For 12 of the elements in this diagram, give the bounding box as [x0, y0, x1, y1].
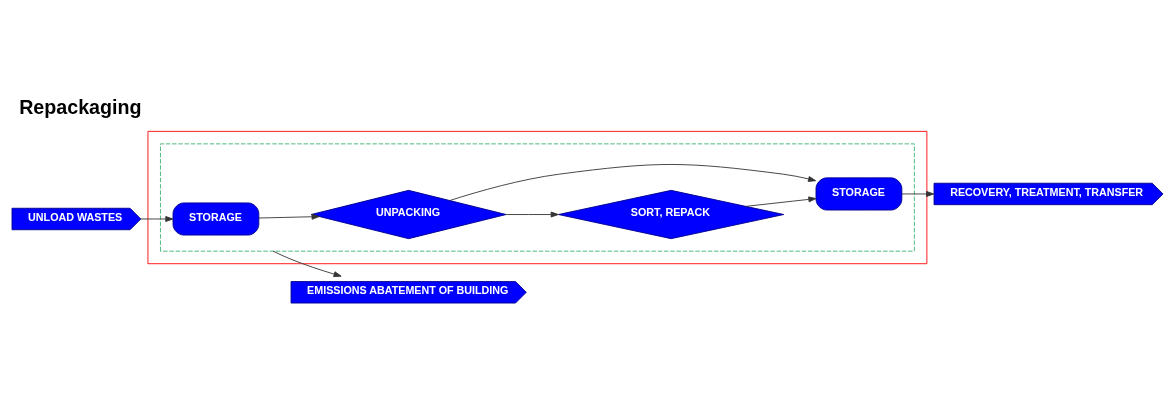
- node-box: STORAGE: [172, 201, 260, 236]
- arrow: [258, 213, 320, 220]
- arrow: [272, 250, 342, 277]
- diagram-title: Repackaging: [19, 95, 142, 118]
- arrow: [140, 215, 174, 222]
- arrow: [449, 163, 817, 201]
- cluster: [160, 142, 915, 252]
- node-diamond: SORT, REPACK: [558, 189, 785, 239]
- arrow: [505, 211, 559, 217]
- arrow: [901, 190, 935, 197]
- arrow: [745, 195, 817, 207]
- node-box: STORAGE: [815, 176, 903, 210]
